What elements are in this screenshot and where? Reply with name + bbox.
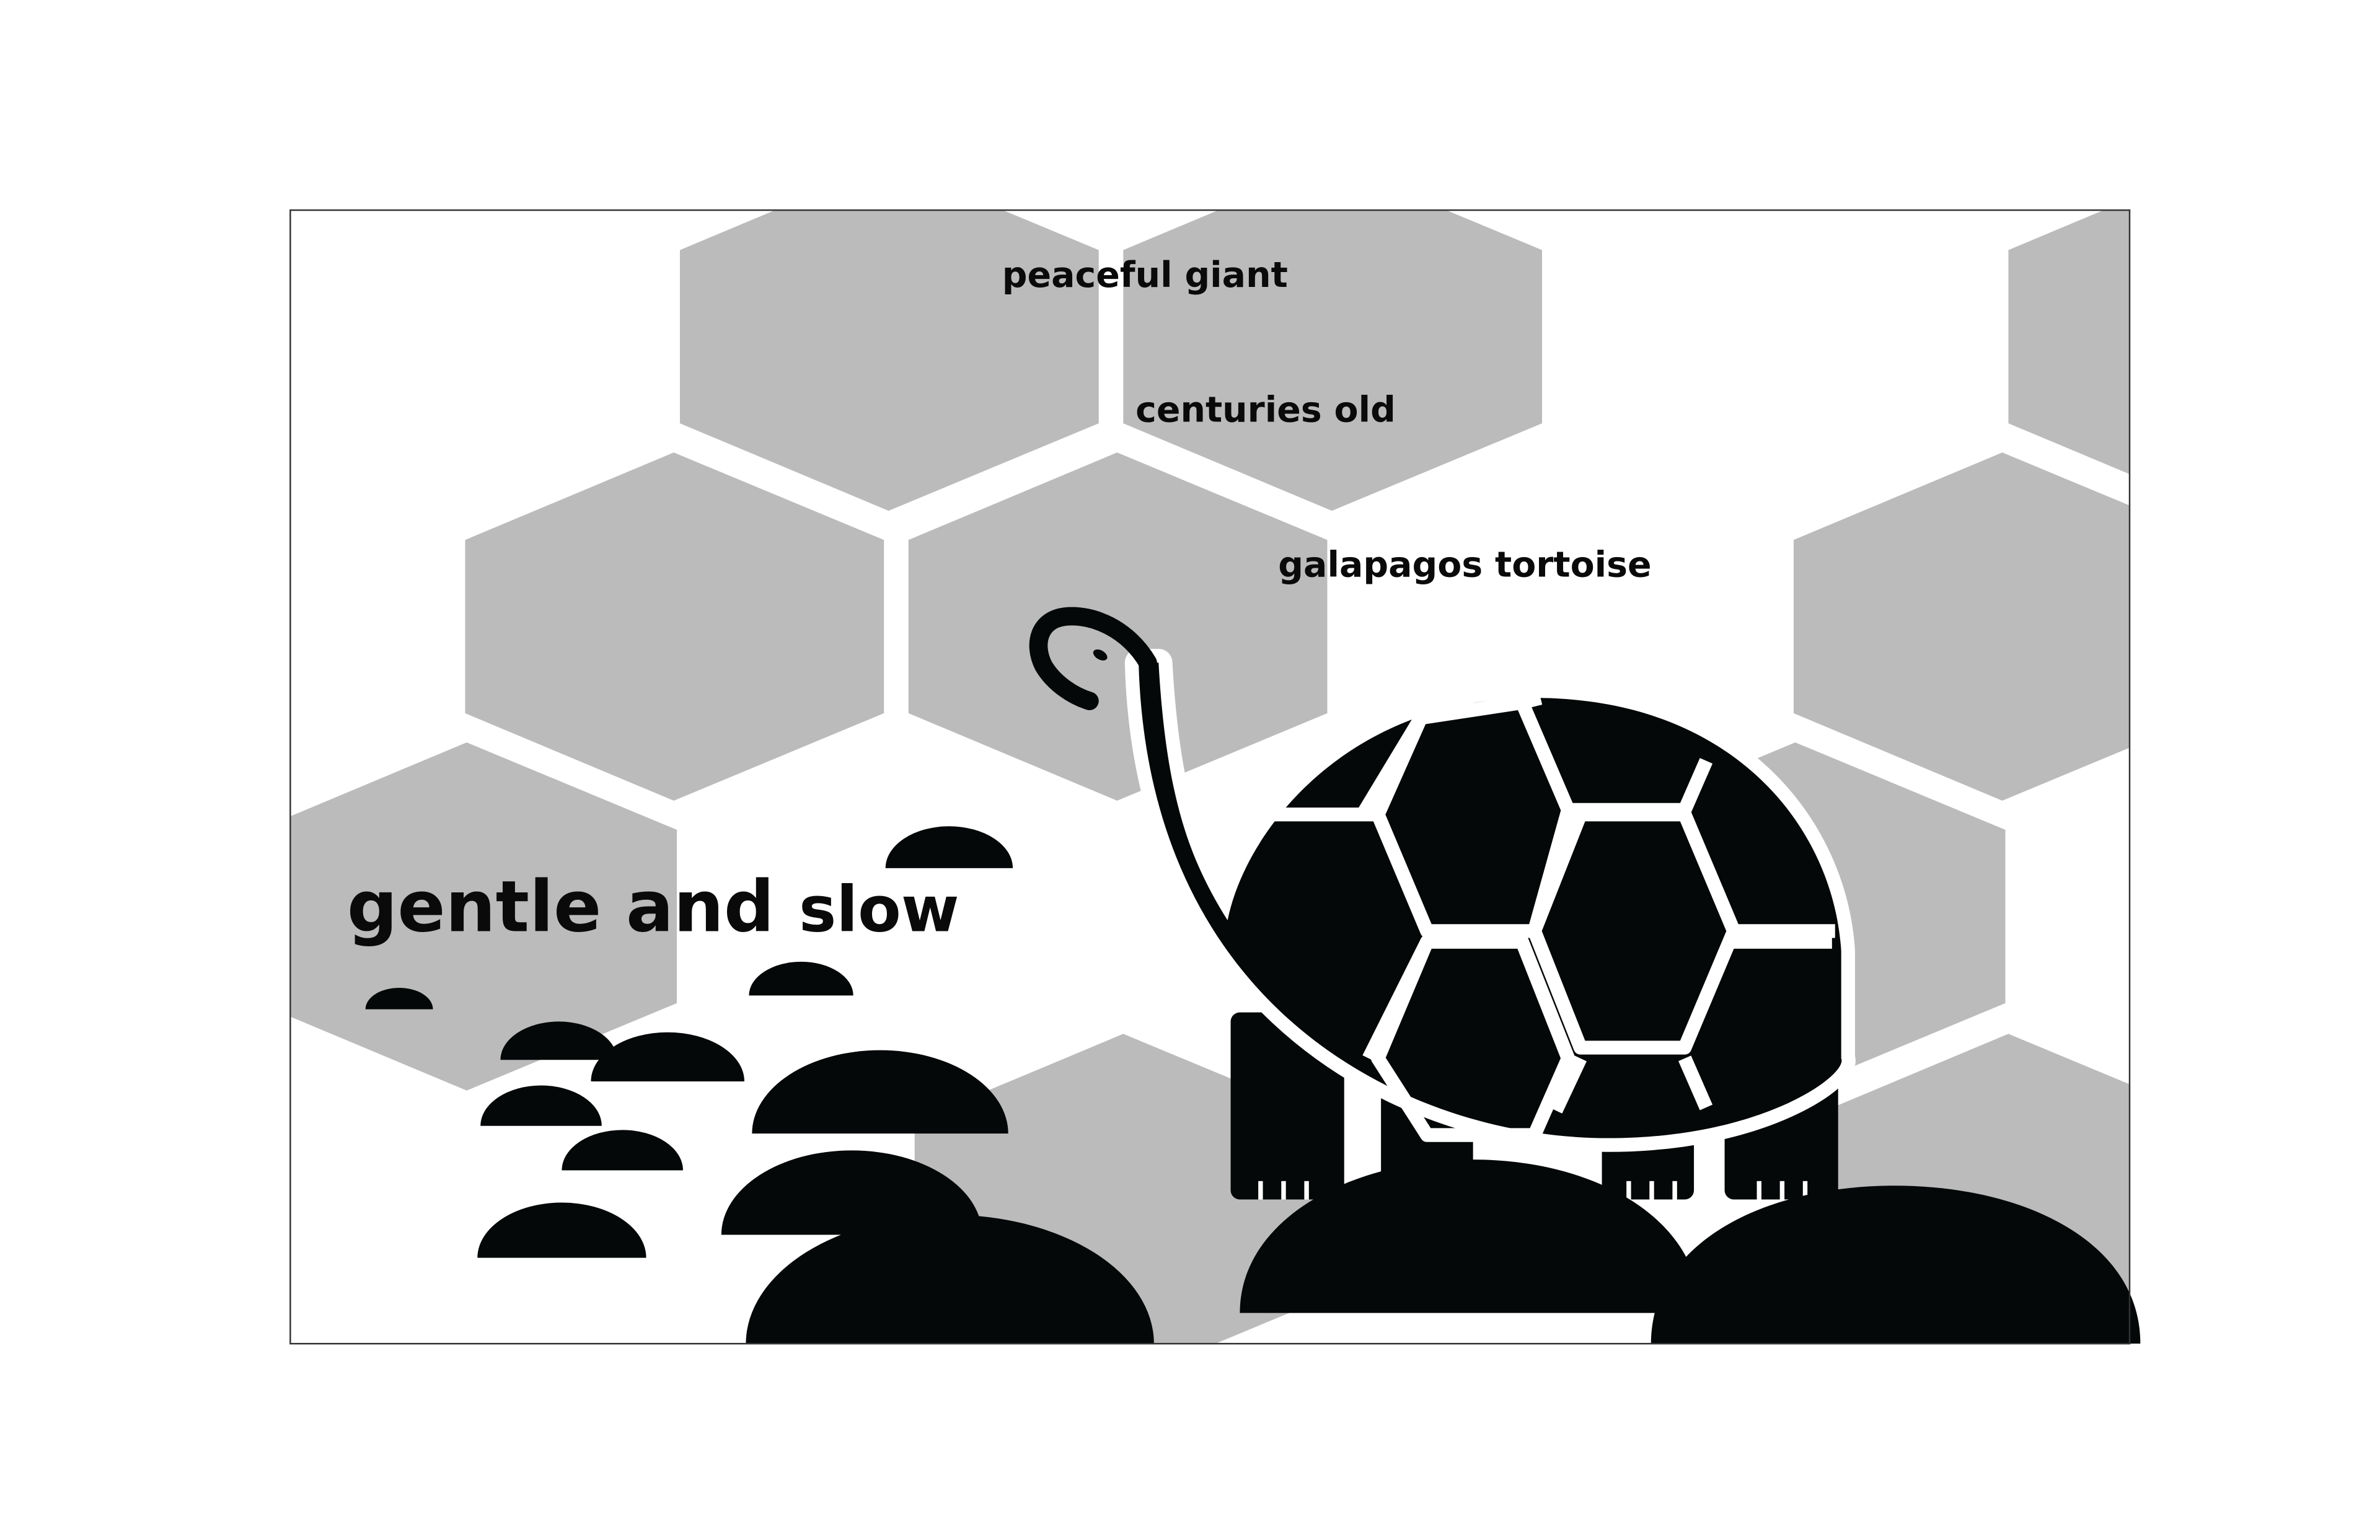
rock-icon	[500, 1021, 617, 1060]
rocks-ground	[1240, 1159, 2141, 1344]
rock-icon	[477, 1202, 646, 1258]
tortoise-eye	[1093, 649, 1108, 661]
tortoise-body	[1029, 607, 1856, 1152]
rocks-large	[721, 1050, 1154, 1344]
rock-icon	[1651, 1186, 2141, 1344]
hexagon	[680, 210, 1099, 511]
rock-icon	[480, 1085, 602, 1126]
tortoise-icon	[1029, 607, 1856, 1200]
rock-icon	[1240, 1159, 1700, 1313]
hexagon	[1123, 210, 1543, 511]
tortoise-toes	[1258, 1181, 1808, 1200]
tortoise-head	[1029, 607, 1157, 710]
rock-icon	[885, 826, 1013, 868]
tortoise-shell	[1139, 662, 1842, 1138]
rock-icon	[365, 987, 433, 1010]
shell-pattern	[1273, 691, 1835, 1142]
tagline-end: slow	[799, 873, 959, 946]
tagline: gentle and slow	[347, 865, 959, 948]
hexagon	[1793, 452, 2130, 801]
tortoise-leg	[1230, 1012, 1344, 1200]
rock-icon	[749, 961, 853, 996]
peaceful-giant-label: peaceful giant	[1002, 255, 1288, 296]
rock-icon	[752, 1050, 1008, 1134]
hexagon	[465, 452, 884, 801]
frame-border	[289, 209, 2131, 1345]
rock-icon	[591, 1032, 744, 1081]
rock-icon	[562, 1130, 683, 1171]
rocks-small	[365, 826, 1013, 1258]
species-label: galapagos tortoise	[1278, 545, 1651, 586]
rock-icon	[746, 1215, 1154, 1344]
centuries-old-label: centuries old	[1135, 390, 1396, 431]
hexagon	[2008, 210, 2130, 475]
rock-icon	[721, 1150, 982, 1235]
tagline-start: gentle and	[347, 865, 799, 948]
